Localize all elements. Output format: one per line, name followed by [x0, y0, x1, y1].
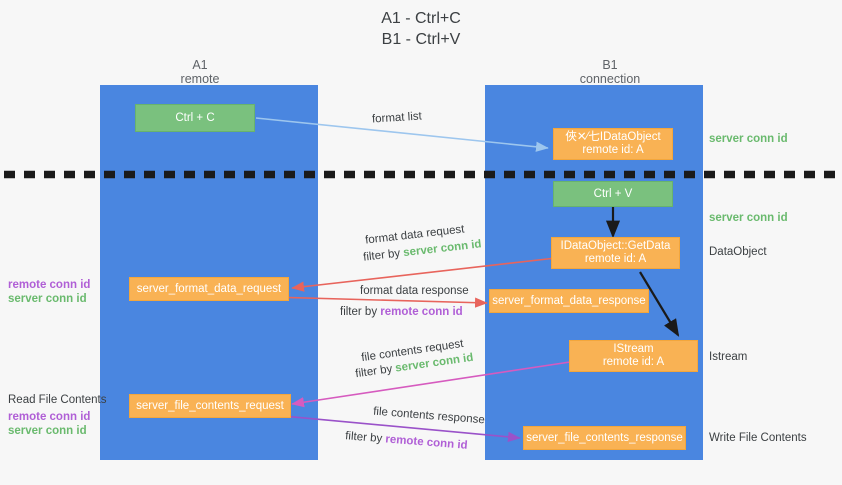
column-a1-name: A1 — [192, 58, 208, 72]
box-getdata-line1: IDataObject::GetData — [560, 240, 671, 252]
box-idataobject-line1: 俠✕⁄七IDataObject — [565, 131, 661, 143]
caption-remote-conn-id-1: remote conn id — [380, 306, 463, 318]
box-sfcresp-label: server_file_contents_response — [526, 431, 683, 444]
box-istream[interactable]: IStream remote id: A — [569, 340, 698, 372]
box-sfdresp-label: server_format_data_response — [492, 294, 646, 307]
label-read-file-contents: Read File Contents — [8, 393, 106, 407]
box-istream-line1: IStream — [613, 343, 654, 355]
caption-filter-label-4: filter by — [344, 430, 386, 446]
column-header-b1: B1 connection — [545, 58, 675, 86]
label-left-conn-ids-2: remote conn id server conn id — [8, 410, 90, 438]
box-sfcreq-label: server_file_contents_request — [136, 399, 284, 412]
caption-filter-label-3: filter by — [354, 362, 397, 381]
box-idataobject[interactable]: 俠✕⁄七IDataObject remote id: A — [553, 128, 673, 160]
box-ctrl-v-label: Ctrl + V — [593, 187, 633, 200]
box-idataobject-getdata[interactable]: IDataObject::GetData remote id: A — [551, 237, 680, 269]
label-istream: Istream — [709, 350, 747, 364]
title-line-2: B1 - Ctrl+V — [381, 31, 461, 48]
page-title: A1 - Ctrl+C B1 - Ctrl+V — [0, 8, 842, 50]
column-b1-sub: connection — [579, 72, 641, 86]
label-remote-conn-id-1: remote conn id — [8, 279, 91, 291]
caption-fcresp-text: file contents response — [372, 405, 486, 427]
box-server-file-contents-response[interactable]: server_file_contents_response — [523, 426, 686, 450]
label-server-conn-id-left-2: server conn id — [8, 425, 87, 437]
caption-format-list: format list — [372, 109, 423, 127]
label-dataobject: DataObject — [709, 245, 767, 259]
label-write-file-contents: Write File Contents — [709, 431, 807, 445]
label-server-conn-id-mid: server conn id — [709, 211, 788, 225]
column-b1-name: B1 — [602, 58, 618, 72]
box-getdata-line2: remote id: A — [584, 253, 647, 265]
column-header-a1: A1 remote — [140, 58, 260, 86]
label-remote-conn-id-2: remote conn id — [8, 411, 91, 423]
column-a1-sub: remote — [180, 72, 220, 86]
label-server-conn-id-top: server conn id — [709, 132, 788, 146]
label-server-conn-id-mid-text: server conn id — [709, 212, 788, 224]
caption-filter-label-1: filter by — [362, 247, 405, 264]
caption-remote-conn-id-2: remote conn id — [384, 433, 469, 452]
box-server-format-data-response[interactable]: server_format_data_response — [489, 289, 649, 313]
box-istream-line2: remote id: A — [602, 356, 665, 368]
caption-format-data-response: format data response — [360, 284, 469, 299]
box-ctrl-v[interactable]: Ctrl + V — [553, 181, 673, 207]
box-idataobject-line2: remote id: A — [582, 144, 644, 156]
caption-file-contents-response: file contents response — [373, 405, 486, 429]
box-ctrl-c[interactable]: Ctrl + C — [135, 104, 255, 132]
caption-filter-label-2: filter by — [340, 306, 381, 318]
box-sfdreq-label: server_format_data_request — [136, 282, 282, 295]
separator-dashed-line — [4, 170, 838, 179]
label-write-file-contents-text: Write File Contents — [709, 432, 807, 444]
box-ctrl-c-label: Ctrl + C — [175, 111, 215, 124]
title-line-1: A1 - Ctrl+C — [381, 10, 461, 27]
label-server-conn-id-top-text: server conn id — [709, 133, 788, 145]
box-server-file-contents-request[interactable]: server_file_contents_request — [129, 394, 291, 418]
label-dataobject-text: DataObject — [709, 246, 767, 258]
caption-filter-by-remote-2: filter by remote conn id — [345, 429, 469, 454]
caption-filter-by-remote-1: filter by remote conn id — [340, 305, 463, 320]
caption-fdresp-text: format data response — [360, 285, 469, 297]
label-istream-text: Istream — [709, 351, 748, 363]
caption-format-list-text: format list — [371, 110, 423, 126]
label-left-conn-ids-1: remote conn id server conn id — [8, 278, 90, 306]
label-read-file-contents-text: Read File Contents — [8, 394, 107, 406]
label-server-conn-id-left-1: server conn id — [8, 293, 87, 305]
box-server-format-data-request[interactable]: server_format_data_request — [129, 277, 289, 301]
